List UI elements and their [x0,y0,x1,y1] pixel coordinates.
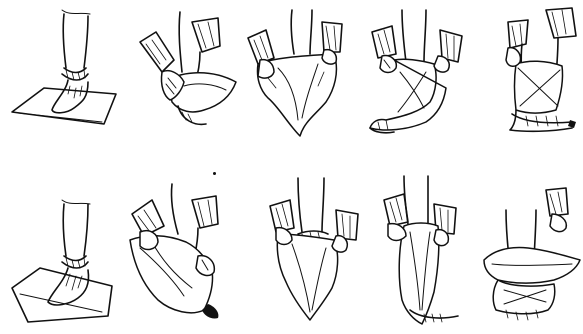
top-step-2-fold-front-corner [122,2,238,162]
top-step-1-foot-on-cloth [4,2,120,162]
top-step-3-cloth-lifted [238,2,354,162]
top-row [0,2,583,162]
bottom-step-1-foot-on-cloth [4,170,120,330]
bottom-step-5-wrap-finished [476,170,583,330]
top-step-4-wrap-across-instep [354,2,470,162]
top-step-5-wrap-tucked [466,2,582,162]
bottom-step-3-cloth-drawn-up [264,170,380,330]
bottom-step-2-fold-side-corner [122,170,238,330]
bottom-row [0,170,583,330]
